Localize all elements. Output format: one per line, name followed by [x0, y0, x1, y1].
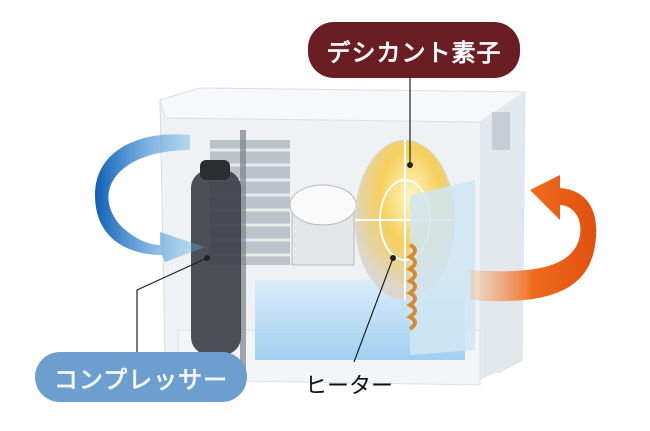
heater-coil — [406, 180, 475, 355]
compressor-unit — [191, 160, 241, 355]
fan — [289, 184, 357, 266]
heater-label: ヒーター — [305, 374, 394, 399]
desiccant-label: デシカント素子 — [308, 22, 520, 78]
cold-air-arrow — [95, 134, 205, 262]
warm-air-arrow — [470, 175, 597, 302]
heater-leader-line — [353, 257, 394, 363]
compressor-leader-line — [136, 257, 208, 352]
compressor-label: コンプレッサー — [35, 352, 247, 402]
